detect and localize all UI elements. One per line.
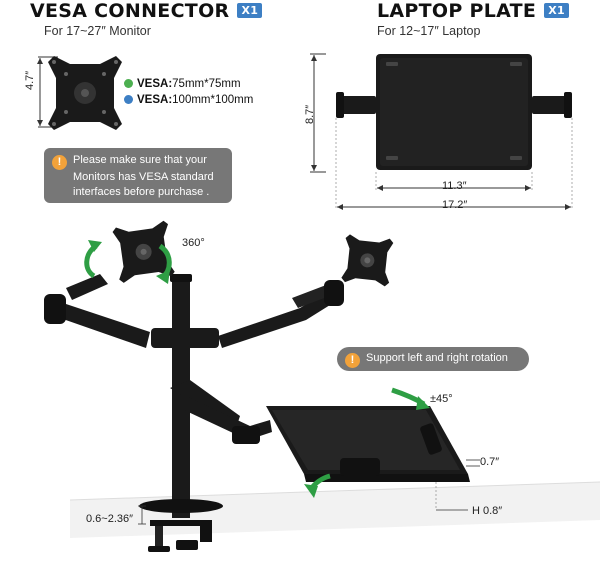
support-callout: ! Support left and right rotation <box>337 347 529 371</box>
warning-icon: ! <box>52 155 67 170</box>
laptop-subtitle: For 12~17″ Laptop <box>377 24 481 38</box>
vesa-spec-100-value: 100mm*100mm <box>172 94 254 106</box>
support-text: Support left and right rotation <box>366 352 508 364</box>
vesa-spec-75-label: VESA: <box>137 78 173 90</box>
laptop-title-text: LAPTOP PLATE <box>377 0 537 22</box>
rotation-label: 360° <box>182 237 205 249</box>
vesa-notice-callout: ! Please make sure that your Monitors has… <box>44 148 232 203</box>
monitor-mount-illustration <box>44 220 600 552</box>
blue-dot-icon <box>124 95 133 104</box>
vesa-height-label: 4.7″ <box>24 70 36 90</box>
vesa-title-text: VESA CONNECTOR <box>30 0 230 22</box>
notice-line-3: interfaces before purchase . <box>73 186 210 198</box>
clamp-range-label: 0.6~2.36″ <box>86 513 134 525</box>
green-dot-icon <box>124 79 133 88</box>
vesa-title: VESA CONNECTOR X1 <box>30 0 263 22</box>
vesa-plate-image <box>48 56 122 130</box>
notice-line-1: Please make sure that your <box>73 154 207 166</box>
warning-icon: ! <box>345 353 360 368</box>
vesa-spec-100: VESA:100mm*100mm <box>124 94 253 106</box>
laptop-plate-image <box>310 53 573 210</box>
vesa-spec-75-value: 75mm*75mm <box>172 78 241 90</box>
vesa-qty-badge: X1 <box>237 3 263 18</box>
tilt-label: ±45° <box>430 393 453 405</box>
laptop-inner-width-label: 11.3″ <box>442 180 467 192</box>
laptop-outer-width-label: 17.2″ <box>442 199 468 211</box>
laptop-qty-badge: X1 <box>544 3 569 18</box>
laptop-title: LAPTOP PLATE X1 <box>377 0 569 22</box>
notice-line-2: Monitors has VESA standard <box>73 171 214 183</box>
laptop-height-label: 8.7″ <box>304 104 316 124</box>
vesa-spec-100-label: VESA: <box>137 94 173 106</box>
plate-thickness-label: 0.7″ <box>480 456 500 468</box>
plate-height-label: H 0.8″ <box>472 505 503 517</box>
vesa-spec-75: VESA:75mm*75mm <box>124 78 241 90</box>
vesa-subtitle: For 17~27″ Monitor <box>44 24 151 38</box>
